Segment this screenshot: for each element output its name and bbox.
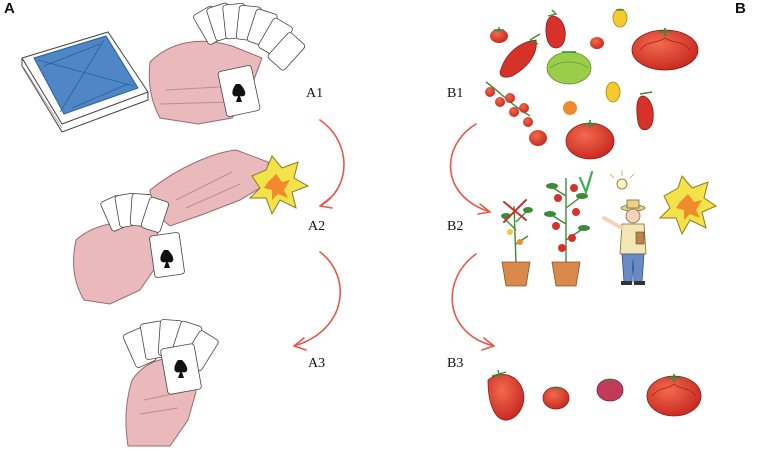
tomato-icon: [485, 81, 533, 127]
lightbulb-icon: [609, 170, 635, 190]
tomato-icon: [563, 101, 577, 115]
tomato-icon: [596, 378, 624, 402]
step-label-a1: A1: [306, 86, 324, 101]
farmer-icon: [602, 199, 647, 285]
tomato-icon: [565, 120, 615, 160]
checkmark-icon: [578, 170, 594, 196]
explosion-icon: [658, 174, 718, 236]
step-label-b2: B2: [447, 219, 464, 234]
tomato-icon: [646, 374, 702, 417]
tomato-icon: [487, 369, 525, 421]
panel-b-letter: B: [735, 0, 746, 17]
tomato-icon: [529, 130, 547, 146]
playing-cards-icon: [100, 192, 185, 278]
tomato-plant-icon: [501, 205, 533, 287]
tomato-plant-icon: [544, 178, 590, 287]
playing-cards-icon: [193, 2, 306, 117]
explosion-icon: [248, 155, 310, 216]
tomato-icon: [605, 81, 621, 103]
tomato-icon: [636, 91, 654, 131]
tomato-icon: [546, 51, 592, 85]
step-label-a2: A2: [308, 219, 326, 234]
tomato-icon: [612, 8, 628, 28]
cross-icon: [503, 199, 527, 223]
curved-arrow-icon: [293, 251, 341, 351]
playing-cards-icon: [122, 319, 219, 395]
curved-arrow-icon: [451, 253, 495, 351]
step-label-b3: B3: [447, 356, 464, 371]
tomato-icon: [499, 33, 541, 78]
step-label-a3: A3: [308, 356, 326, 371]
tomato-icon: [545, 9, 566, 49]
step-label-b1: B1: [447, 86, 464, 101]
card-deck-icon: [21, 31, 149, 133]
tomato-icon: [490, 27, 508, 43]
tomato-icon: [590, 37, 604, 49]
tomato-icon: [542, 386, 570, 410]
tomato-icon: [631, 28, 699, 71]
curved-arrow-icon: [319, 119, 345, 209]
hand-icon: [73, 149, 271, 305]
curved-arrow-icon: [449, 123, 491, 215]
panel-a-letter: A: [4, 0, 15, 17]
